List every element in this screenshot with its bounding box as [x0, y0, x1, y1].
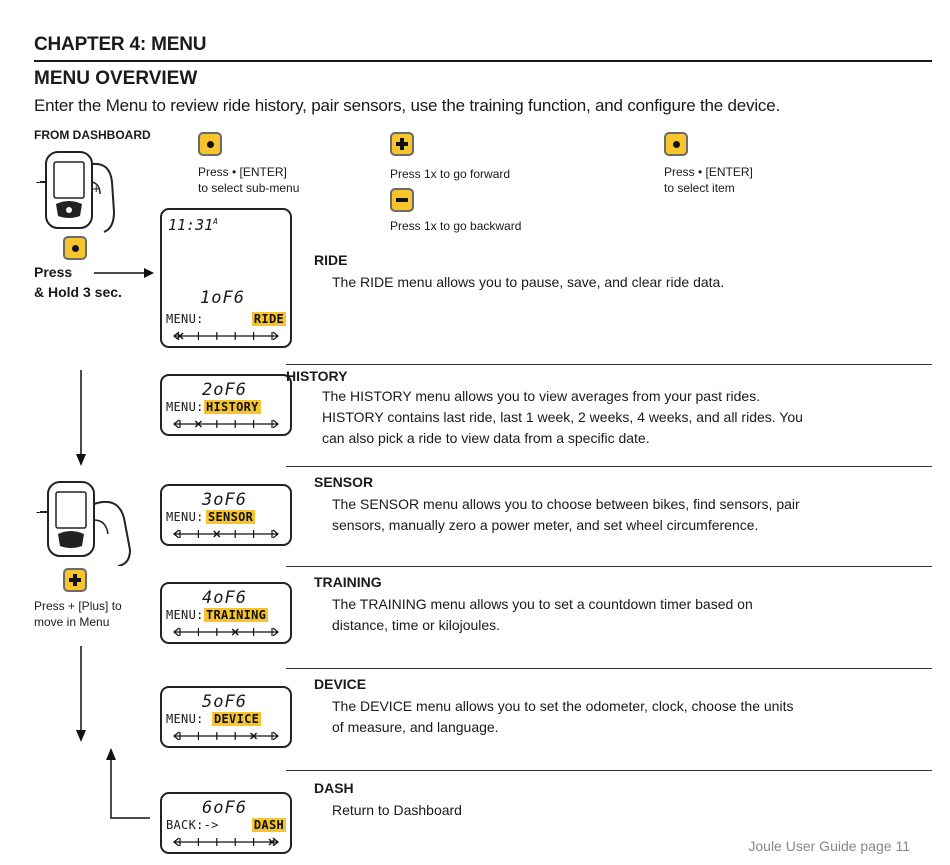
lcd-scale: [173, 837, 279, 846]
lcd-scale: [173, 627, 279, 636]
section-title-history: HISTORY: [286, 368, 348, 384]
scale-right-arrow: [272, 731, 279, 740]
plus-button-icon-top: [390, 132, 414, 156]
lcd-menu-prefix: MENU:: [166, 510, 204, 524]
page-footer: Joule User Guide page 11: [748, 838, 910, 854]
lcd-screen-history: 2oF6 MENU: HISTORY: [160, 374, 292, 436]
section-title-ride: RIDE: [314, 252, 348, 268]
section-separator: [286, 364, 932, 365]
intro-text: Enter the Menu to review ride history, p…: [34, 96, 780, 115]
scale-marker: [176, 332, 184, 340]
lcd-count: 3oF6: [202, 490, 247, 510]
arrow-down-icon-2: [76, 646, 86, 742]
scale-left-arrow: [173, 837, 180, 846]
lcd-screen-sensor: 3oF6 MENU: SENSOR: [160, 484, 292, 546]
section-desc-device: The DEVICE menu allows you to set the od…: [332, 698, 794, 735]
svg-text:-: -: [36, 505, 40, 519]
section-separator: [286, 770, 932, 771]
lcd-menu-prefix: MENU:: [166, 400, 204, 414]
forward-instruction: Press 1x to go forward: [390, 167, 511, 181]
press-plus-label-1: Press + [Plus] to: [34, 599, 122, 613]
device-in-hand-icon-2: -: [36, 481, 132, 566]
enter-button-icon-top: [198, 132, 222, 156]
minus-button-icon-top: [390, 188, 414, 212]
section-title-dash: DASH: [314, 780, 354, 796]
press-label: Press: [34, 264, 73, 280]
arrow-down-icon: [76, 370, 86, 466]
lcd-menu-item: DEVICE: [212, 712, 262, 726]
lcd-screen-device: 5oF6 MENU: DEVICE: [160, 686, 292, 748]
enter-instruction-2: to select sub-menu: [198, 181, 300, 195]
scale-left-arrow: [173, 627, 180, 636]
section-desc-training: The TRAINING menu allows you to set a co…: [332, 596, 753, 633]
lcd-menu-prefix: BACK:->: [166, 818, 219, 832]
scale-marker: [213, 530, 221, 538]
scale-marker: [231, 628, 239, 636]
section-title-training: TRAINING: [314, 574, 382, 590]
section-title-device: DEVICE: [314, 676, 367, 692]
lcd-menu-prefix: MENU:: [166, 312, 204, 326]
from-dashboard-label: FROM DASHBOARD: [34, 128, 151, 142]
scale-left-arrow: [173, 731, 180, 740]
section-separator: [286, 466, 932, 467]
section-desc-dash: Return to Dashboard: [332, 802, 462, 818]
lcd-time: 11:31A: [168, 216, 218, 234]
lcd-menu-prefix: MENU:: [166, 608, 204, 622]
hold-label: & Hold 3 sec.: [34, 284, 122, 300]
lcd-menu-item: SENSOR: [206, 510, 256, 524]
scale-marker: [250, 732, 258, 740]
lcd-menu-item: DASH: [251, 818, 286, 832]
section-desc-history: The HISTORY menu allows you to view aver…: [322, 388, 803, 446]
lcd-count: 5oF6: [202, 692, 247, 712]
select-instruction-2: to select item: [664, 181, 735, 195]
svg-text:-: -: [36, 175, 40, 189]
backward-instruction: Press 1x to go backward: [390, 219, 522, 233]
scale-right-arrow: [272, 627, 279, 636]
scale-left-arrow: [173, 419, 180, 428]
lcd-menu-item: RIDE: [251, 312, 286, 326]
select-instruction-1: Press • [ENTER]: [664, 165, 753, 179]
enter-button-icon: [63, 236, 87, 260]
plus-button-icon: [63, 568, 87, 592]
arrow-right-icon: [94, 268, 154, 278]
overview-title: MENU OVERVIEW: [34, 68, 198, 89]
svg-text:+: +: [92, 184, 100, 195]
return-arrow-icon: [106, 748, 150, 819]
enter-button-icon-right: [664, 132, 688, 156]
device-in-hand-icon: - +: [36, 151, 116, 233]
lcd-scale: [173, 529, 279, 538]
enter-instruction-1: Press • [ENTER]: [198, 165, 287, 179]
lcd-count: 6oF6: [202, 798, 247, 818]
scale-marker: [194, 420, 202, 428]
lcd-screen-ride: 11:31A 1oF6 MENU: RIDE: [160, 208, 292, 348]
header-rule: [34, 60, 932, 62]
scale-marker: [268, 838, 276, 846]
chapter-title: CHAPTER 4: MENU: [34, 34, 207, 55]
scale-right-arrow: [272, 331, 279, 340]
section-desc-ride: The RIDE menu allows you to pause, save,…: [332, 274, 725, 290]
section-desc-sensor: The SENSOR menu allows you to choose bet…: [332, 496, 800, 533]
section-separator: [286, 668, 932, 669]
lcd-screen-training: 4oF6 MENU: TRAINING: [160, 582, 292, 644]
lcd-screen-dash: 6oF6 BACK:-> DASH: [160, 792, 292, 854]
lcd-scale: [173, 419, 279, 428]
scale-left-arrow: [173, 529, 180, 538]
lcd-menu-prefix: MENU:: [166, 712, 204, 726]
lcd-scale: [173, 731, 279, 740]
lcd-count: 1oF6: [200, 288, 245, 308]
section-title-sensor: SENSOR: [314, 474, 374, 490]
press-plus-label-2: move in Menu: [34, 615, 110, 629]
lcd-menu-item: HISTORY: [204, 400, 261, 414]
lcd-menu-item: TRAINING: [204, 608, 269, 622]
lcd-count: 2oF6: [202, 380, 247, 400]
lcd-count: 4oF6: [202, 588, 247, 608]
section-separator: [286, 566, 932, 567]
scale-right-arrow: [272, 419, 279, 428]
lcd-scale: [173, 331, 279, 340]
scale-right-arrow: [272, 529, 279, 538]
